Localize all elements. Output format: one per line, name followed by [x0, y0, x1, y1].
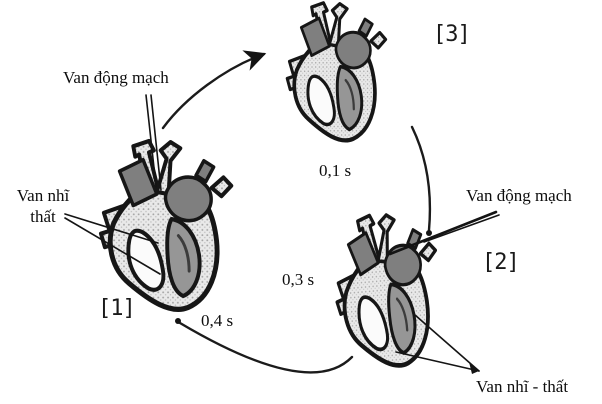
pointer-arterial-valve-right-b — [423, 214, 500, 243]
label-av-valve-left-line2: thất — [30, 207, 56, 226]
label-av-valve-left-line1: Van nhĩ — [16, 186, 70, 205]
label-av-valve-left: Van nhĩ thất — [6, 185, 80, 227]
heart-illustration-stage3 — [287, 3, 385, 141]
pointer-arterial-valve-top-b — [150, 94, 162, 191]
pointer-arterial-valve-right-a — [388, 210, 498, 256]
arrow-stage2-to-stage1 — [178, 321, 354, 374]
time-label-stage1: 0,4 s — [201, 311, 234, 330]
pointer-av-valve-bottom-a — [414, 314, 480, 372]
arrow-stage1-to-stage3 — [161, 50, 267, 130]
stage-number-1: [1] — [98, 296, 136, 321]
heart-illustration-stage2 — [332, 210, 441, 370]
stage-number-3: [3] — [433, 22, 471, 47]
arrow-stage2-to-stage1-endpoint — [175, 318, 181, 324]
cycle-arrows — [161, 50, 432, 374]
time-label-stage2: 0,3 s — [282, 270, 315, 289]
pointer-av-valve-bottom-b — [395, 351, 480, 372]
stage-number-2: [2] — [482, 250, 520, 275]
arrow-stage3-to-stage2-endpoint — [426, 230, 432, 236]
pointer-av-valve-left-b — [64, 217, 161, 275]
label-arterial-valve-top: Van động mạch — [63, 68, 169, 87]
label-av-valve-bottom: Van nhĩ - thất — [476, 377, 569, 396]
label-pointer-lines — [64, 94, 500, 374]
time-label-stage3: 0,1 s — [319, 161, 352, 180]
label-arterial-valve-right: Van động mạch — [466, 186, 572, 205]
pointer-av-valve-left-a — [64, 213, 159, 244]
heart-illustration-stage1 — [101, 141, 231, 309]
arrow-stage3-to-stage2 — [410, 125, 432, 232]
pointer-arterial-valve-top-a — [145, 94, 157, 187]
pointer-av-valve-bottom-tip — [469, 362, 479, 374]
